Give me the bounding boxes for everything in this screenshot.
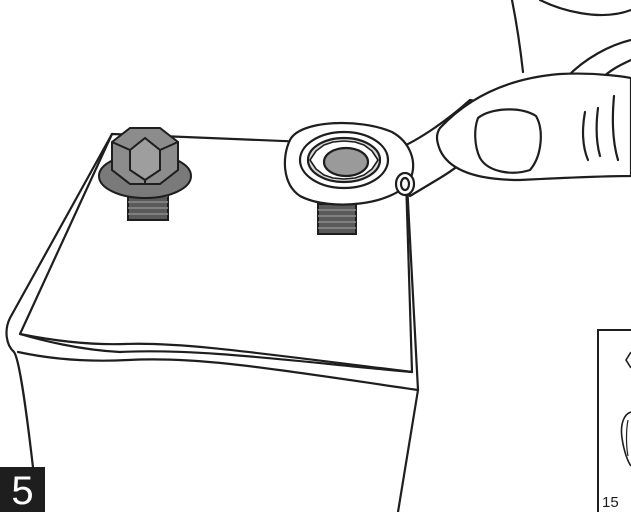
inset-caption-clip: 15 — [596, 488, 631, 512]
step-number-badge: 5 — [0, 467, 45, 512]
hand-icon — [437, 0, 631, 180]
inset-frame — [598, 330, 631, 512]
terminal-post-icon — [318, 204, 356, 234]
inset-caption: 15 — [602, 494, 619, 511]
